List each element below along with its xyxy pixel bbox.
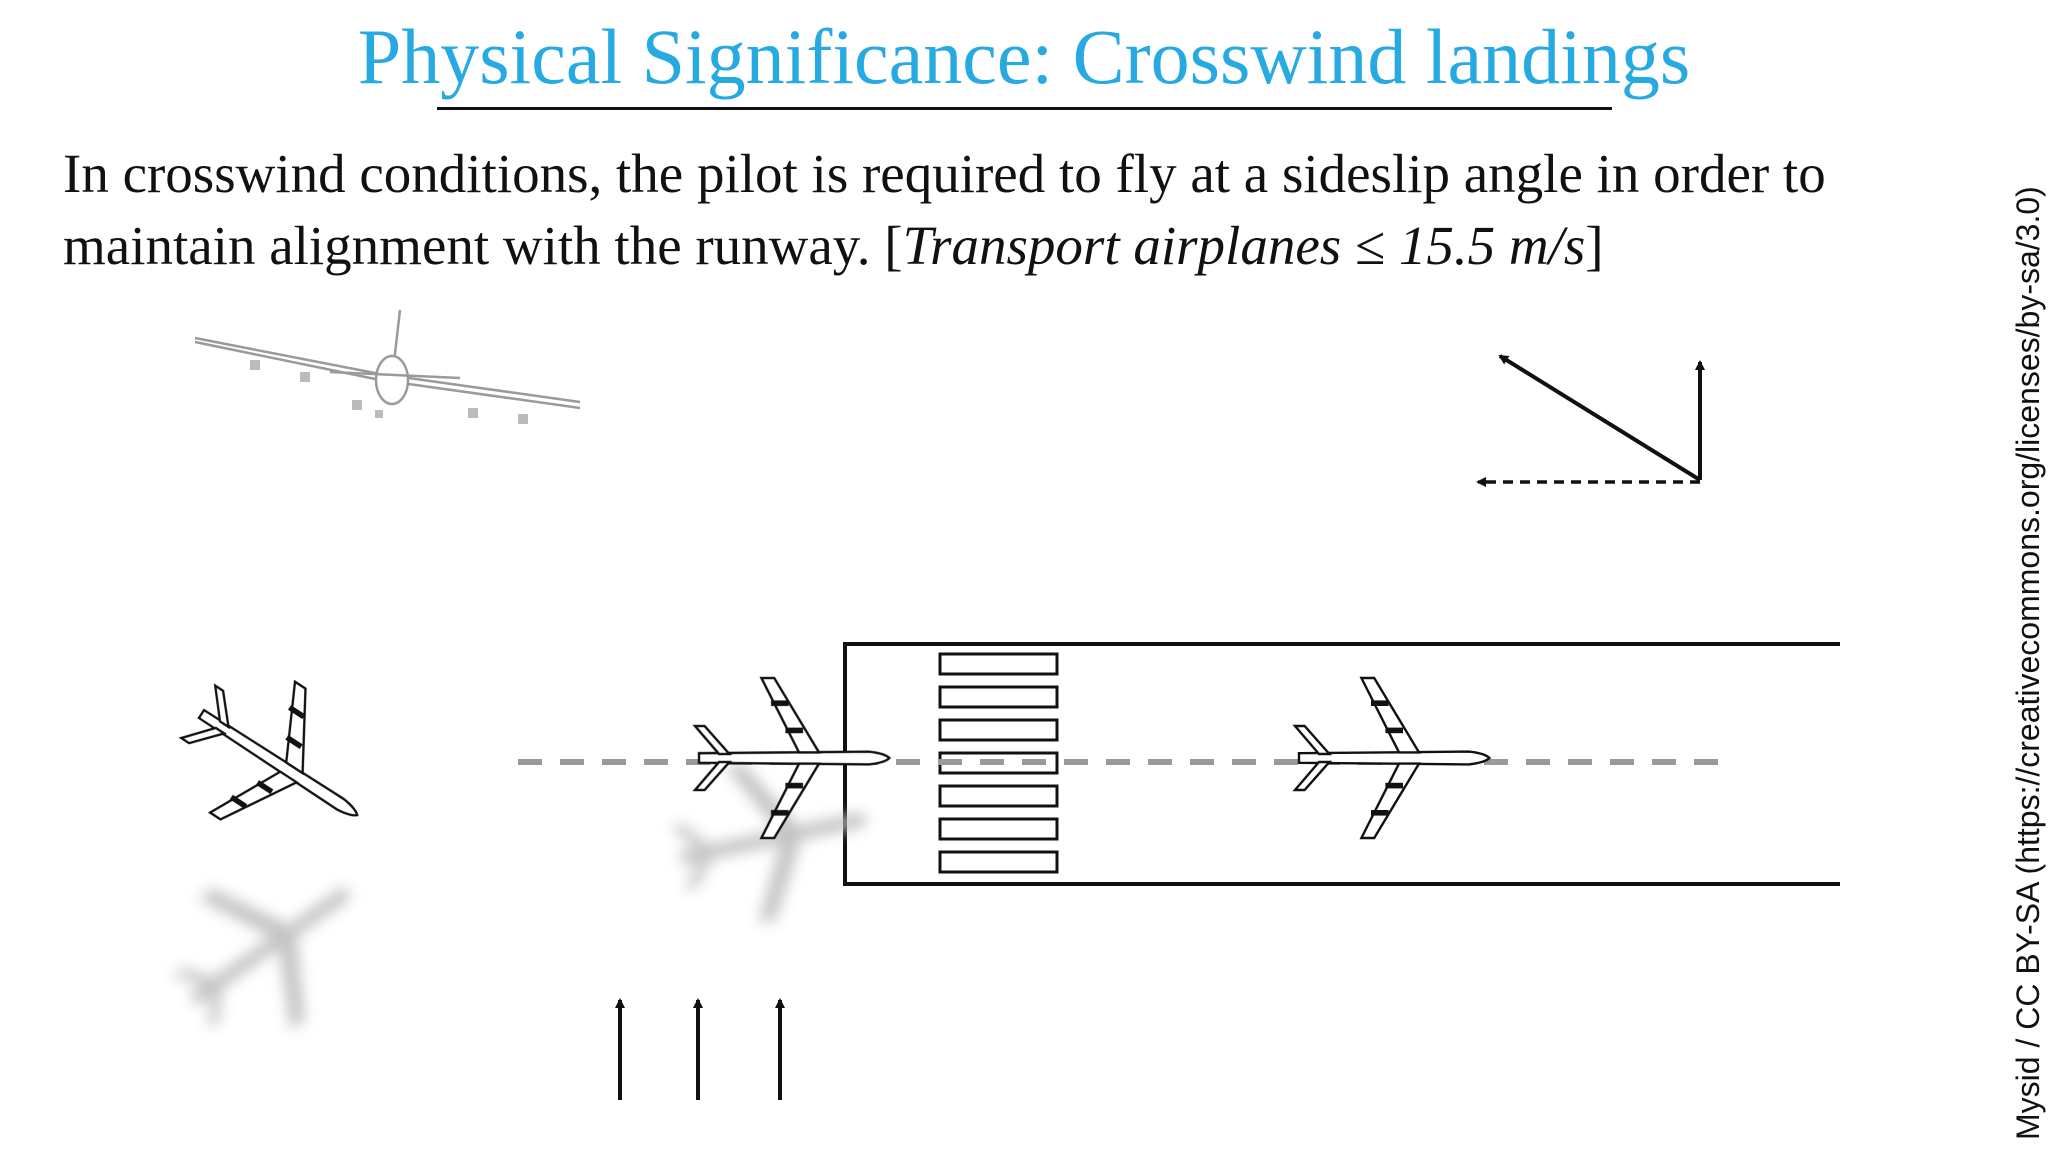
image-attribution: Mysid / CC BY-SA (https://creativecommon… — [2010, 186, 2046, 1140]
airplane-on-runway — [1293, 676, 1491, 840]
airplane-shadow-1 — [144, 825, 395, 1068]
crosswind-arrows — [615, 998, 785, 1100]
airplane-crabbed-approach — [154, 645, 401, 882]
slide-title: Physical Significance: Crosswind landing… — [357, 13, 1691, 100]
runway-threshold-markings — [938, 652, 1059, 874]
body-text-main: In crosswind conditions, the pilot is re… — [63, 143, 1826, 276]
body-paragraph: In crosswind conditions, the pilot is re… — [63, 138, 1963, 282]
resultant-velocity-arrow — [1498, 354, 1702, 482]
title-underline — [437, 107, 1612, 110]
body-text-end: ] — [1585, 215, 1604, 276]
velocity-vector-diagram — [1476, 354, 1705, 487]
body-text-italic: Transport airplanes ≤ 15.5 m/s — [902, 215, 1586, 276]
runway — [518, 642, 1840, 886]
approach-airplane-front-view — [194, 309, 581, 424]
